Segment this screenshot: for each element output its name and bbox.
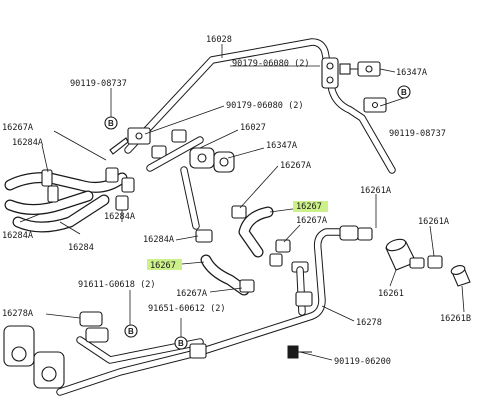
part-label-16267-left[interactable]: 16267 xyxy=(150,261,176,271)
svg-text:B: B xyxy=(128,327,134,336)
highlight-16267-upper xyxy=(293,201,328,212)
part-label-16284a-left2[interactable]: 16284A xyxy=(104,212,136,222)
callout-b-right: B xyxy=(397,85,411,99)
pipe-bracket-bottom xyxy=(189,291,313,359)
fitting-16261b xyxy=(450,265,471,287)
svg-text:B: B xyxy=(401,88,407,97)
tube-16027 xyxy=(146,136,204,230)
bolt-icon xyxy=(339,63,358,75)
part-label-16284a-left1[interactable]: 16284A xyxy=(12,138,44,148)
bracket-right-lower xyxy=(363,97,387,113)
clamp-icon xyxy=(151,129,187,159)
part-label-16027[interactable]: 16027 xyxy=(240,123,266,133)
hose-16267-upper xyxy=(238,206,274,258)
part-label-16261a-right[interactable]: 16261A xyxy=(418,217,450,227)
gasket-16347a-mid xyxy=(213,151,235,173)
bolt-icon xyxy=(109,137,129,155)
callout-b-bottom-1: B xyxy=(124,324,138,338)
clamp-16347a-top xyxy=(357,61,381,77)
hose-16261 xyxy=(385,238,443,271)
highlight-16267-lower xyxy=(147,259,182,270)
part-label-16267-right[interactable]: 16267 xyxy=(296,202,322,212)
part-label-90119-08737-left[interactable]: 90119-08737 xyxy=(70,79,127,89)
leader-lines xyxy=(19,44,465,361)
clamp-icon xyxy=(195,229,213,243)
svg-text:B: B xyxy=(108,119,114,128)
part-label-90119-08737-right[interactable]: 90119-08737 xyxy=(389,129,446,139)
part-label-16261b[interactable]: 16261B xyxy=(440,314,471,324)
part-label-16284-left[interactable]: 16284 xyxy=(68,243,94,253)
part-label-16284a-bottomleft[interactable]: 16284A xyxy=(2,231,34,241)
svg-text:B: B xyxy=(178,339,184,348)
pipe-bracket-left xyxy=(127,127,151,145)
pipe-bracket-top xyxy=(321,57,339,89)
callout-b-bottom-2: B xyxy=(174,336,188,350)
part-label-91611-g0618[interactable]: 91611-G0618 (2) xyxy=(78,280,156,290)
part-label-16278[interactable]: 16278 xyxy=(356,318,382,328)
water-pipe-16278 xyxy=(56,228,354,396)
hose-16284-left xyxy=(4,172,128,233)
part-label-16261a-top[interactable]: 16261A xyxy=(360,186,392,196)
hose-16267-lower xyxy=(200,254,250,296)
part-label-16267a-mid[interactable]: 16267A xyxy=(280,161,312,171)
part-label-16267a-left[interactable]: 16267A xyxy=(2,123,34,133)
part-label-16347a-top[interactable]: 16347A xyxy=(396,68,428,78)
flange-16278a xyxy=(3,311,109,389)
part-label-16261[interactable]: 16261 xyxy=(378,289,404,299)
flange-plate xyxy=(189,147,215,169)
part-label-91651-60612[interactable]: 91651-60612 (2) xyxy=(148,304,226,314)
part-label-16347a-mid[interactable]: 16347A xyxy=(266,141,298,151)
part-label-90179-06080-mid[interactable]: 90179-06080 (2) xyxy=(226,101,304,111)
part-label-90179-06080-top[interactable]: 90179-06080 (2) xyxy=(232,59,310,69)
part-label-16267a-bottom[interactable]: 16267A xyxy=(176,289,208,299)
part-label-90119-06200[interactable]: 90119-06200 xyxy=(334,357,391,367)
part-label-16028[interactable]: 16028 xyxy=(206,35,232,45)
part-label-16278a[interactable]: 16278A xyxy=(2,309,34,319)
hose-clamp-16261a xyxy=(339,225,373,241)
callout-b-top-left: B xyxy=(104,116,118,130)
clamp-icon xyxy=(231,205,291,253)
part-label-16284a-center[interactable]: 16284A xyxy=(143,235,175,245)
part-label-16267a-right[interactable]: 16267A xyxy=(296,216,328,226)
